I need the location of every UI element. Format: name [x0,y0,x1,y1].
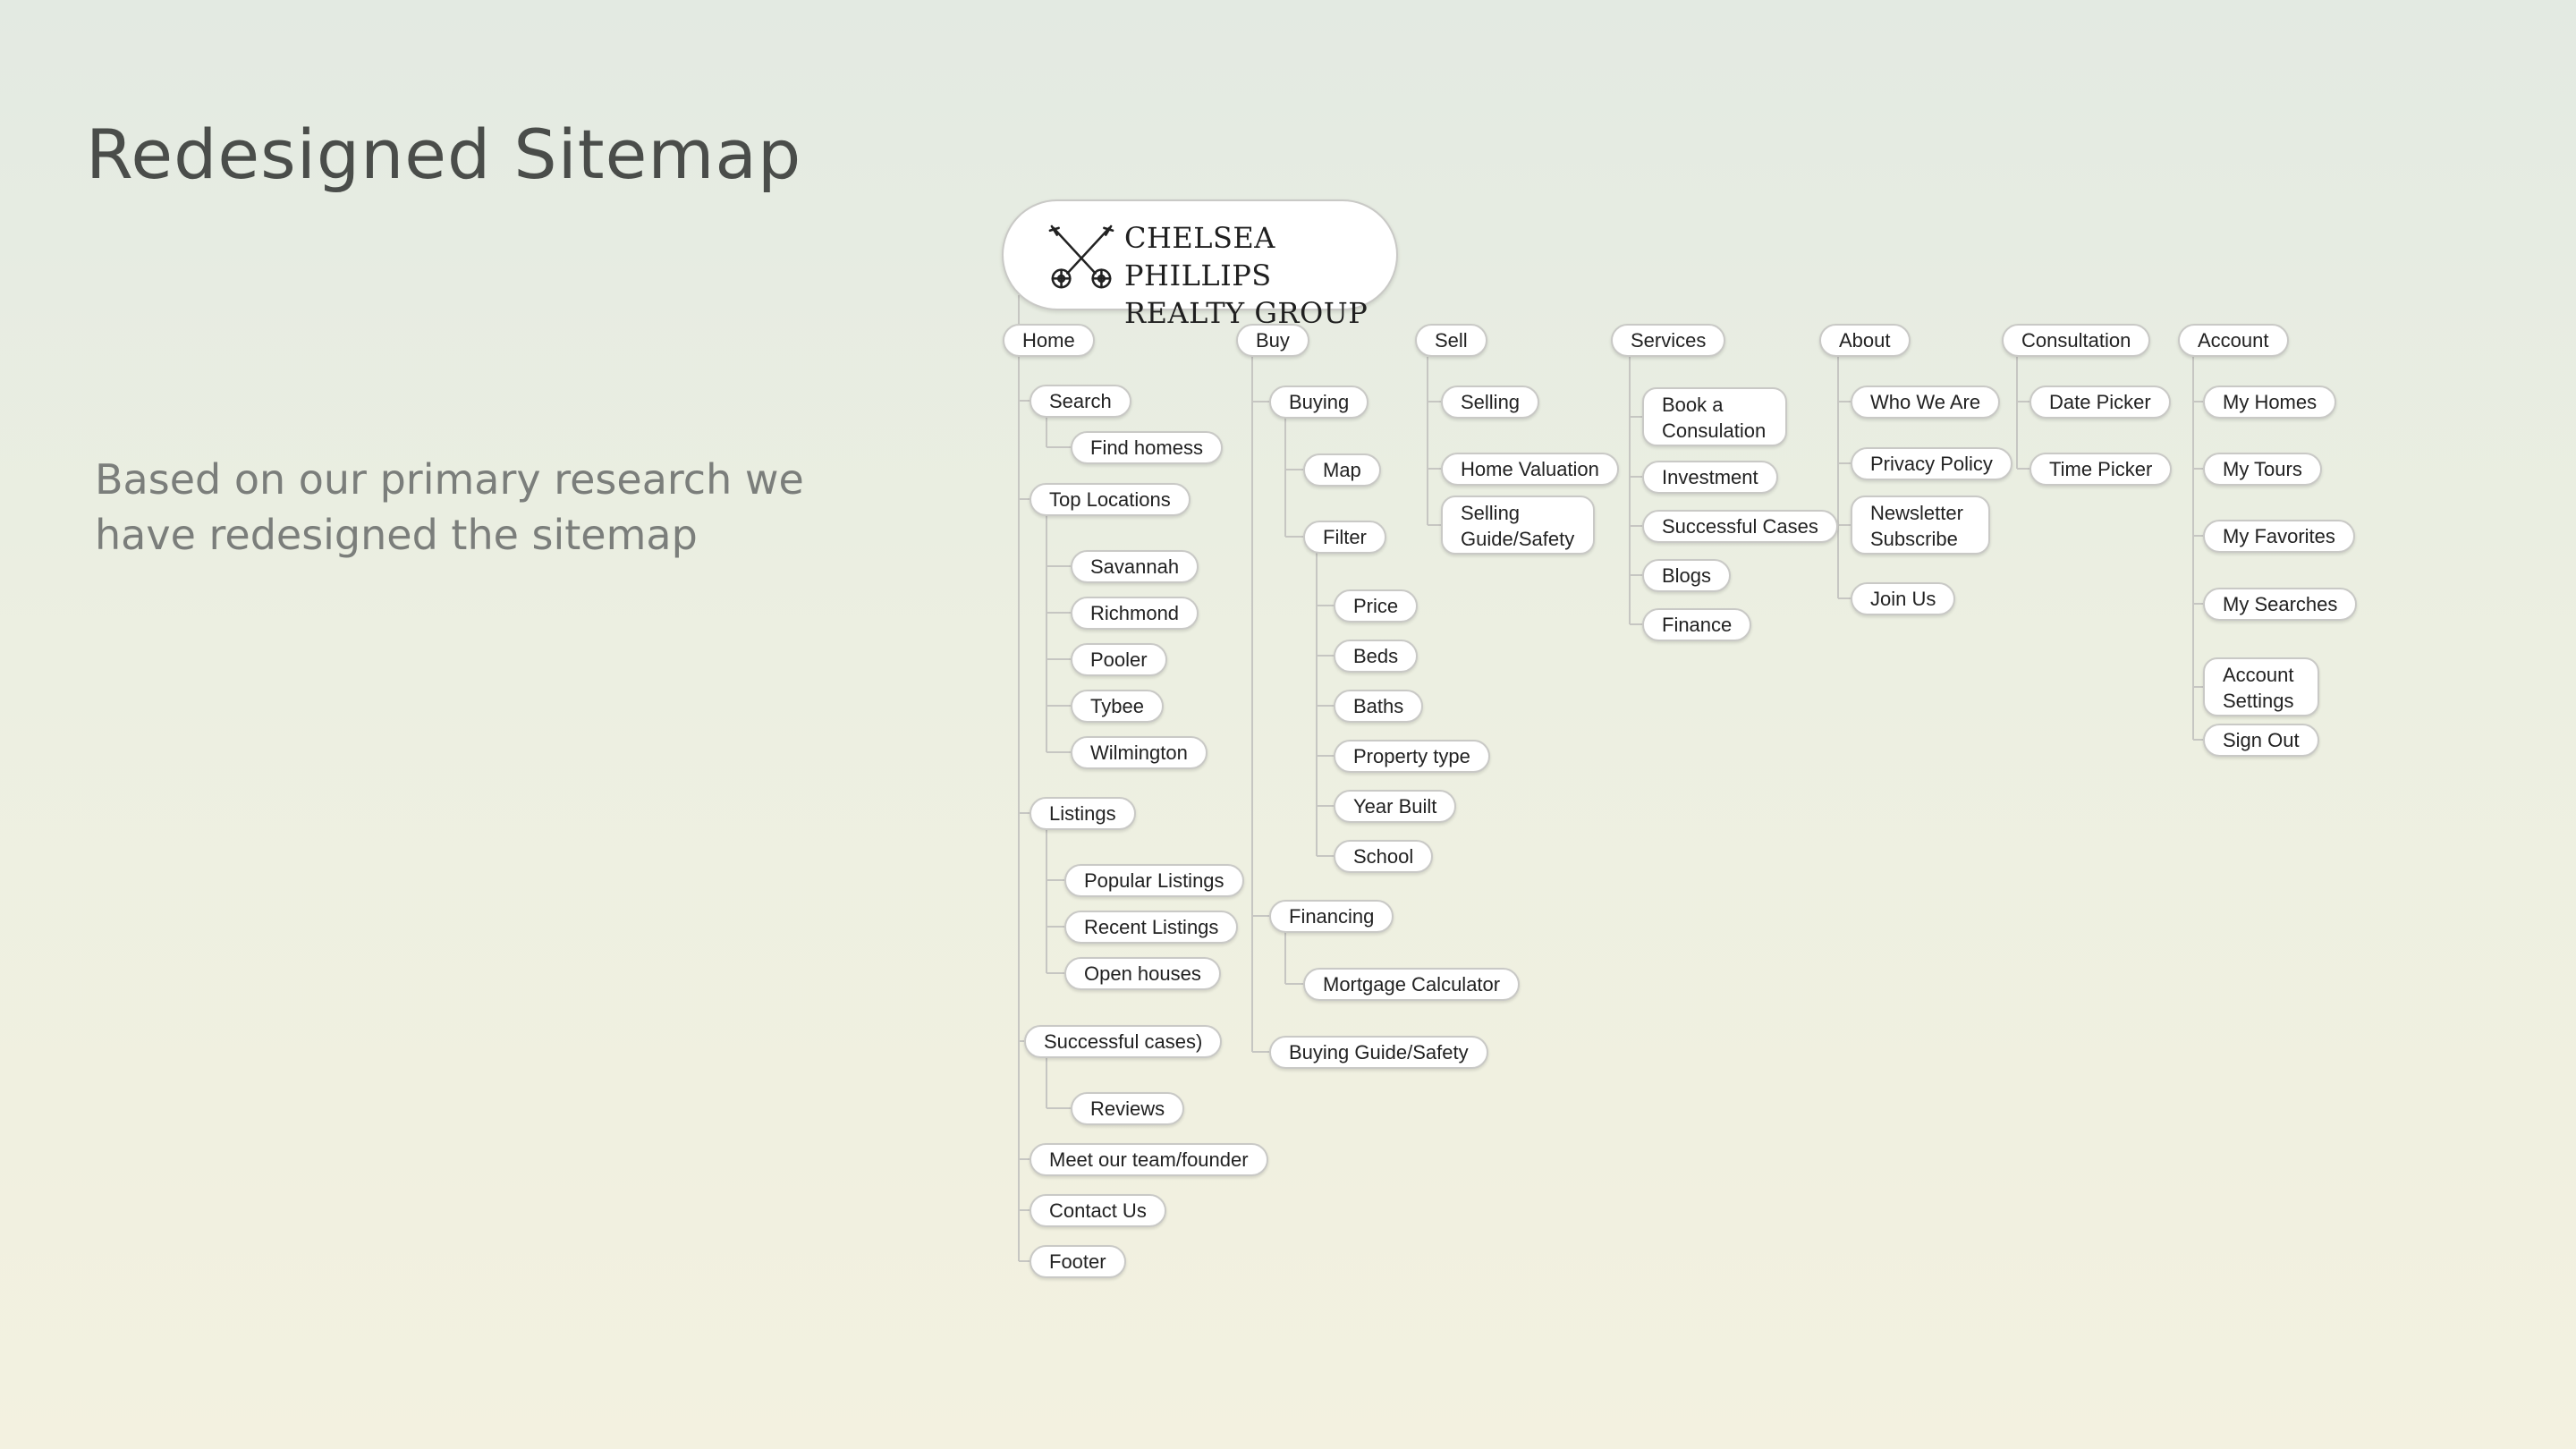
node-contact-us: Contact Us [1030,1194,1166,1227]
node-tybee: Tybee [1071,690,1164,723]
node-home: Home [1003,324,1095,357]
node-book-consultation: Book a Consulation [1642,387,1787,446]
slide-title: Redesigned Sitemap [86,114,802,194]
node-top-locations: Top Locations [1030,483,1191,516]
slide-subtitle: Based on our primary research we have re… [95,455,804,559]
node-buying: Buying [1269,386,1369,419]
node-wilmington: Wilmington [1071,736,1208,769]
node-map: Map [1303,453,1381,487]
node-account-settings: Account Settings [2203,657,2319,716]
node-search: Search [1030,385,1131,418]
node-pooler: Pooler [1071,643,1167,676]
node-open-houses: Open houses [1064,957,1221,990]
node-price: Price [1334,589,1419,623]
node-newsletter-subscribe: Newsletter Subscribe [1851,496,1990,555]
node-my-searches: My Searches [2203,588,2358,621]
node-baths: Baths [1334,690,1424,723]
node-mortgage-calculator: Mortgage Calculator [1303,968,1521,1001]
node-my-favorites: My Favorites [2203,520,2355,553]
node-buying-guide: Buying Guide/Safety [1269,1036,1488,1069]
node-sell: Sell [1415,324,1487,357]
node-beds: Beds [1334,640,1419,673]
brand-name: CHELSEA PHILLIPS REALTY GROUP [1124,219,1396,332]
node-buy: Buy [1236,324,1309,357]
node-privacy-policy: Privacy Policy [1851,447,2012,480]
node-successful-cases-services: Successful Cases [1642,510,1838,543]
node-finance: Finance [1642,608,1752,641]
node-date-picker: Date Picker [2029,386,2171,419]
node-reviews: Reviews [1071,1092,1185,1125]
node-my-tours: My Tours [2203,453,2322,486]
node-services: Services [1611,324,1726,357]
node-my-homes: My Homes [2203,386,2337,419]
node-who-we-are: Who We Are [1851,386,2001,419]
node-successful-cases-home: Successful cases) [1024,1025,1223,1058]
node-richmond: Richmond [1071,597,1199,630]
node-school: School [1334,840,1434,873]
node-account: Account [2178,324,2289,357]
node-join-us: Join Us [1851,582,1956,615]
node-recent-listings: Recent Listings [1064,911,1239,944]
brand-logo-node: CHELSEA PHILLIPS REALTY GROUP [1002,199,1398,330]
node-blogs: Blogs [1642,559,1732,592]
node-financing: Financing [1269,900,1394,933]
crossed-keys-icon [1048,225,1114,289]
node-meet-team: Meet our team/founder [1030,1143,1268,1176]
node-selling-guide: Selling Guide/Safety [1441,496,1595,555]
node-popular-listings: Popular Listings [1064,864,1244,897]
node-property-type: Property type [1334,740,1490,773]
node-filter: Filter [1303,521,1386,554]
node-time-picker: Time Picker [2029,453,2173,486]
node-listings: Listings [1030,797,1136,830]
node-about: About [1819,324,1911,357]
node-selling: Selling [1441,386,1540,419]
brand-name-line1: CHELSEA PHILLIPS [1124,221,1275,292]
node-year-built: Year Built [1334,790,1457,823]
node-home-valuation: Home Valuation [1441,453,1619,486]
node-footer: Footer [1030,1245,1126,1278]
node-sign-out: Sign Out [2203,724,2319,757]
node-savannah: Savannah [1071,550,1199,583]
node-consultation: Consultation [2002,324,2151,357]
node-find-homes: Find homess [1071,431,1223,464]
node-investment: Investment [1642,461,1778,494]
